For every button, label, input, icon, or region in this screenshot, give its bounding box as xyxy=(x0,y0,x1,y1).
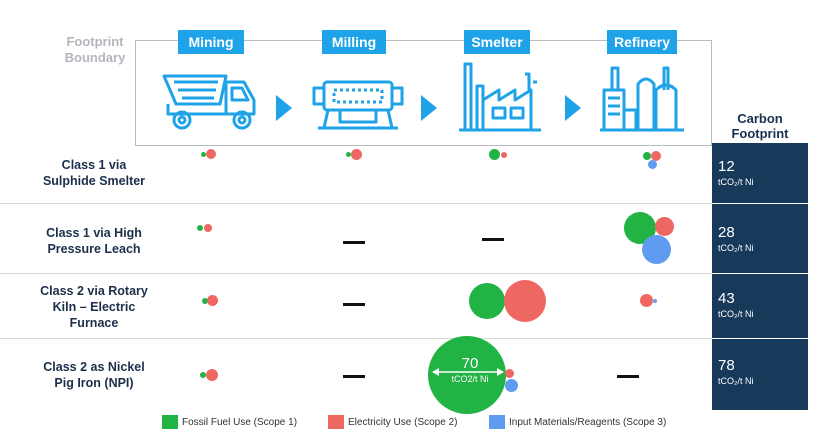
carbon-unit-row4: tCO₂/t Ni xyxy=(718,376,754,386)
chevron-right-icon xyxy=(276,95,292,121)
bubble-electricity xyxy=(501,152,507,158)
bubble-electricity xyxy=(206,149,216,159)
stage-label-refinery: Refinery xyxy=(607,30,677,54)
ball-mill-icon xyxy=(312,80,404,130)
chevron-right-icon xyxy=(565,95,581,121)
no-emissions-dash xyxy=(343,375,365,378)
carbon-unit-row1: tCO₂/t Ni xyxy=(718,177,754,187)
row-divider xyxy=(0,203,712,204)
bubble-fossil-fuel xyxy=(643,152,651,160)
bubble-electricity xyxy=(204,224,212,232)
chevron-right-icon xyxy=(421,95,437,121)
legend-swatch-electricity xyxy=(328,415,344,429)
smelter-factory-icon xyxy=(459,62,541,132)
bubble-fossil-fuel xyxy=(469,283,505,319)
legend-swatch-fossil-fuel xyxy=(162,415,178,429)
legend-label-fossil-fuel: Fossil Fuel Use (Scope 1) xyxy=(182,417,298,428)
no-emissions-dash xyxy=(343,241,365,244)
route-label-class1-hpl: Class 1 via High Pressure Leach xyxy=(46,226,142,256)
footprint-boundary-label: Footprint Boundary xyxy=(54,34,136,66)
no-emissions-dash xyxy=(343,303,365,306)
carbon-value-row3: 43 xyxy=(718,290,735,307)
boundary-line-right xyxy=(711,40,712,146)
bubble-input-materials xyxy=(648,160,657,169)
row-divider xyxy=(0,273,712,274)
bubble-electricity xyxy=(351,149,362,160)
route-label-class2-npi: Class 2 as Nickel Pig Iron (NPI) xyxy=(43,360,145,390)
footprint-boundary-text: Footprint Boundary xyxy=(64,34,126,65)
bubble-electricity xyxy=(640,294,653,307)
route-label-class1-sulphide: Class 1 via Sulphide Smelter xyxy=(42,158,146,188)
bubble-electricity xyxy=(206,369,218,381)
carbon-value-row1: 12 xyxy=(718,158,735,175)
bubble-fossil-fuel xyxy=(346,152,351,157)
legend-swatch-input-materials xyxy=(489,415,505,429)
bubble-input-materials xyxy=(505,379,518,392)
refinery-icon xyxy=(600,66,684,132)
route-label-class2-rkef: Class 2 via Rotary Kiln – Electric Furna… xyxy=(40,284,148,330)
carbon-column-divider xyxy=(712,203,808,204)
boundary-line-left xyxy=(135,40,136,146)
carbon-footprint-header: Carbon Footprint xyxy=(731,111,789,141)
bubble-fossil-fuel xyxy=(428,336,506,414)
carbon-footprint-column xyxy=(712,143,808,410)
bubble-input-materials xyxy=(653,299,657,303)
carbon-column-divider xyxy=(712,338,808,339)
bubble-fossil-fuel xyxy=(197,225,203,231)
carbon-value-row2: 28 xyxy=(718,224,735,241)
bubble-electricity xyxy=(651,151,661,161)
callout-unit: tCO2/t Ni xyxy=(451,374,489,384)
callout-value: 70 xyxy=(461,355,479,372)
legend-label-electricity: Electricity Use (Scope 2) xyxy=(348,417,458,428)
bubble-electricity xyxy=(655,217,674,236)
bubble-fossil-fuel xyxy=(200,372,206,378)
boundary-line-bottom xyxy=(135,145,711,146)
no-emissions-dash xyxy=(482,238,504,241)
carbon-unit-row3: tCO₂/t Ni xyxy=(718,309,754,319)
double-arrow-icon xyxy=(432,368,504,376)
carbon-column-divider xyxy=(712,273,808,274)
legend-label-input-materials: Input Materials/Reagents (Scope 3) xyxy=(509,417,667,428)
boundary-line-top xyxy=(135,40,711,41)
bubble-fossil-fuel xyxy=(489,149,500,160)
carbon-value-row4: 78 xyxy=(718,357,735,374)
no-emissions-dash xyxy=(617,375,639,378)
carbon-unit-row2: tCO₂/t Ni xyxy=(718,243,754,253)
stage-label-milling: Milling xyxy=(322,30,386,54)
dump-truck-icon xyxy=(162,74,256,130)
bubble-electricity xyxy=(207,295,218,306)
bubble-electricity xyxy=(504,280,546,322)
stage-label-smelter: Smelter xyxy=(464,30,530,54)
bubble-electricity xyxy=(505,369,514,378)
bubble-input-materials xyxy=(642,235,671,264)
bubble-fossil-fuel xyxy=(202,298,208,304)
stage-label-mining: Mining xyxy=(178,30,244,54)
bubble-fossil-fuel xyxy=(201,152,206,157)
row-divider xyxy=(0,338,712,339)
